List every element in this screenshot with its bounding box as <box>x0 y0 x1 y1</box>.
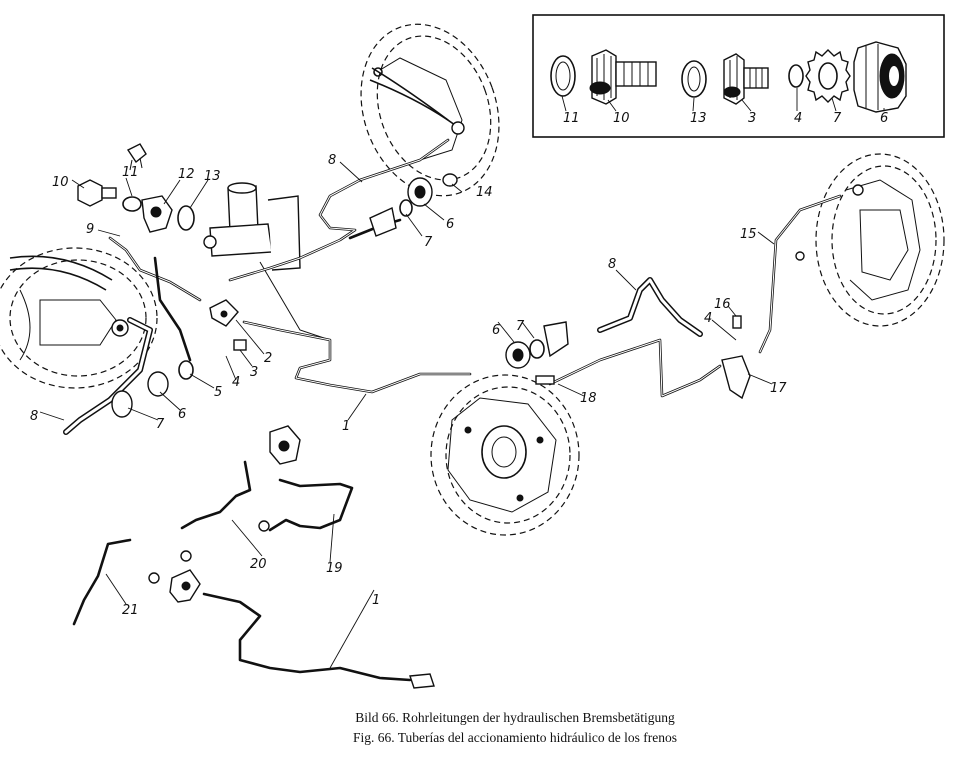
brake-drum-front-left <box>0 247 158 389</box>
part-label: 3 <box>250 365 258 380</box>
inset-spring-washer-4 <box>788 64 804 88</box>
part-label: 8 <box>608 257 616 272</box>
inset-frame <box>532 14 945 138</box>
part-label: 7 <box>516 319 525 334</box>
part-label: 20 <box>250 557 267 572</box>
part-label: 1 <box>342 419 350 434</box>
brake-drum-front-right <box>360 23 500 197</box>
part-label: 10 <box>52 175 69 190</box>
part-label: 15 <box>740 227 757 242</box>
part-label: 7 <box>424 235 433 250</box>
part-label: 18 <box>580 391 597 406</box>
part-label: 11 <box>122 165 139 180</box>
inset-washer-11 <box>550 55 576 97</box>
inset-label: 4 <box>794 111 802 126</box>
part-label: 21 <box>122 603 139 618</box>
part-label: 9 <box>86 222 94 237</box>
master-cylinder <box>203 182 331 341</box>
part-label: 16 <box>714 297 731 312</box>
caption-german: Bild 66. Rohrleitungen der hydraulischen… <box>355 710 675 725</box>
part-label: 4 <box>232 375 240 390</box>
inset-label: 6 <box>880 111 888 126</box>
part-label: 1 <box>372 593 380 608</box>
inset-label: 7 <box>833 111 842 126</box>
fittings-main <box>77 143 805 418</box>
inset-label: 11 <box>563 111 580 126</box>
brake-drum-rear-left <box>430 374 580 536</box>
inset-label: 13 <box>690 111 707 126</box>
brake-line-diagram: 11 10 13 3 4 7 6 <box>0 14 945 689</box>
part-label: 13 <box>204 169 221 184</box>
part-label: 6 <box>178 407 186 422</box>
part-label: 5 <box>214 385 222 400</box>
caption-spanish: Fig. 66. Tuberías del accionamiento hidr… <box>353 730 677 745</box>
part-label: 6 <box>492 323 500 338</box>
lower-pipe-assembly <box>72 425 435 689</box>
part-label: 19 <box>326 561 343 576</box>
part-label: 14 <box>476 185 493 200</box>
lower-part-labels: 20 19 21 1 <box>122 557 380 618</box>
part-label: 12 <box>178 167 195 182</box>
brake-drum-rear-right <box>815 153 945 327</box>
main-brake-lines <box>63 138 842 435</box>
part-labels: 10 11 12 13 9 8 14 6 7 2 3 4 5 6 7 8 1 8… <box>30 153 787 434</box>
inset-nut-6 <box>853 41 907 113</box>
part-label: 8 <box>30 409 38 424</box>
inset-washer-13 <box>681 60 707 98</box>
figure-caption: Bild 66. Rohrleitungen der hydraulischen… <box>0 708 970 748</box>
inset-label: 10 <box>613 111 630 126</box>
part-label: 7 <box>156 417 165 432</box>
inset-bolt-3 <box>723 53 769 105</box>
detail-inset: 11 10 13 3 4 7 6 <box>532 14 945 138</box>
part-label: 17 <box>770 381 787 396</box>
part-label: 4 <box>704 311 712 326</box>
inset-banjo-bolt-10 <box>589 49 657 105</box>
diagram-area: 11 10 13 3 4 7 6 <box>0 14 945 689</box>
inset-label: 3 <box>748 111 756 126</box>
inset-toothed-washer-7 <box>805 49 851 103</box>
leader-lines <box>39 161 775 669</box>
part-label: 2 <box>264 351 272 366</box>
part-label: 8 <box>328 153 336 168</box>
part-label: 6 <box>446 217 454 232</box>
